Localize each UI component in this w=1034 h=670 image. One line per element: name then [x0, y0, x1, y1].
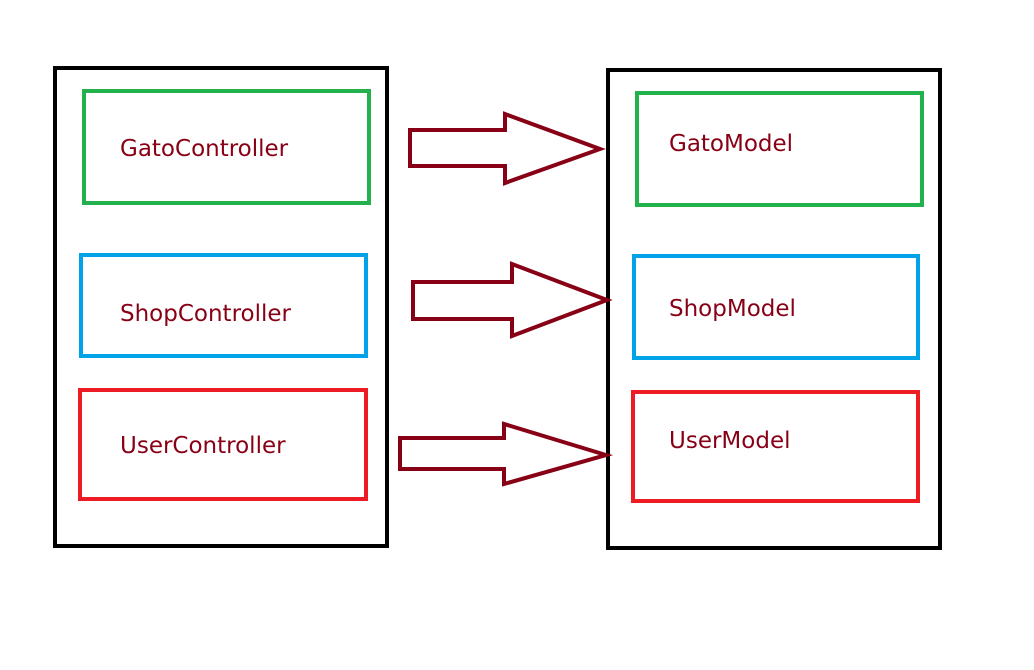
gato-arrow-icon [408, 111, 606, 186]
models-container [606, 68, 942, 550]
gato-controller-box [82, 89, 371, 205]
user-model-box [631, 390, 920, 503]
user-controller-label: UserController [120, 433, 286, 459]
shop-arrow-icon [411, 261, 613, 339]
gato-model-label: GatoModel [669, 131, 794, 157]
user-model-label: UserModel [669, 428, 791, 454]
shop-controller-box [79, 253, 368, 358]
controllers-container [53, 66, 389, 548]
shop-model-label: ShopModel [669, 296, 796, 322]
gato-model-box [635, 91, 924, 207]
shop-model-box [632, 254, 920, 360]
user-arrow-icon [398, 421, 614, 487]
shop-controller-label: ShopController [120, 301, 291, 327]
user-controller-box [78, 388, 368, 501]
gato-controller-label: GatoController [120, 136, 289, 162]
